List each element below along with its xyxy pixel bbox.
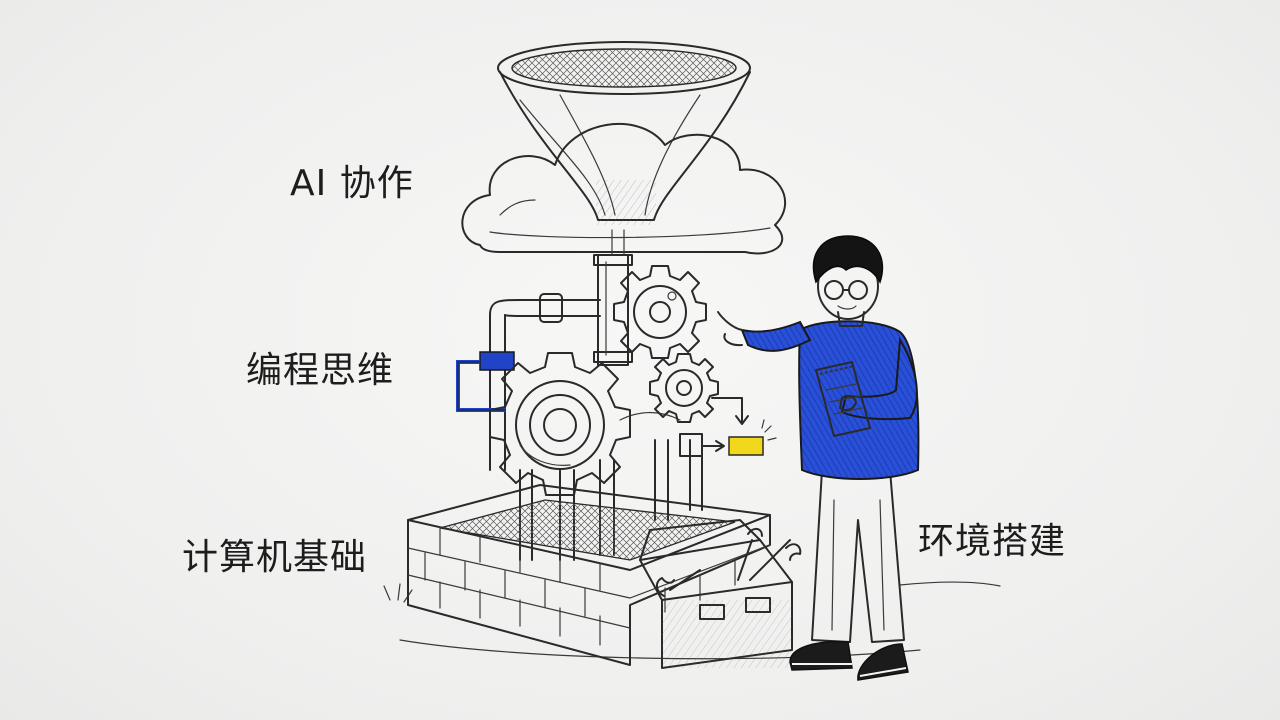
label-computer-fundamentals: 计算机基础	[182, 537, 368, 578]
brick-well	[407, 484, 771, 666]
large-gear-icon	[489, 352, 631, 496]
upper-gear-icon	[613, 265, 707, 359]
person-figure	[717, 235, 920, 681]
label-environment-setup: 环境搭建	[918, 521, 1067, 562]
cloud	[461, 123, 787, 255]
notepad-icon	[815, 361, 871, 437]
label-ai-collaboration: AI 协作	[290, 163, 414, 204]
small-gear-icon	[649, 353, 719, 423]
label-programming-thinking: 编程思维	[246, 350, 395, 391]
blue-pipe	[456, 351, 515, 412]
toolbox	[639, 519, 802, 669]
output-arrow	[679, 397, 777, 457]
